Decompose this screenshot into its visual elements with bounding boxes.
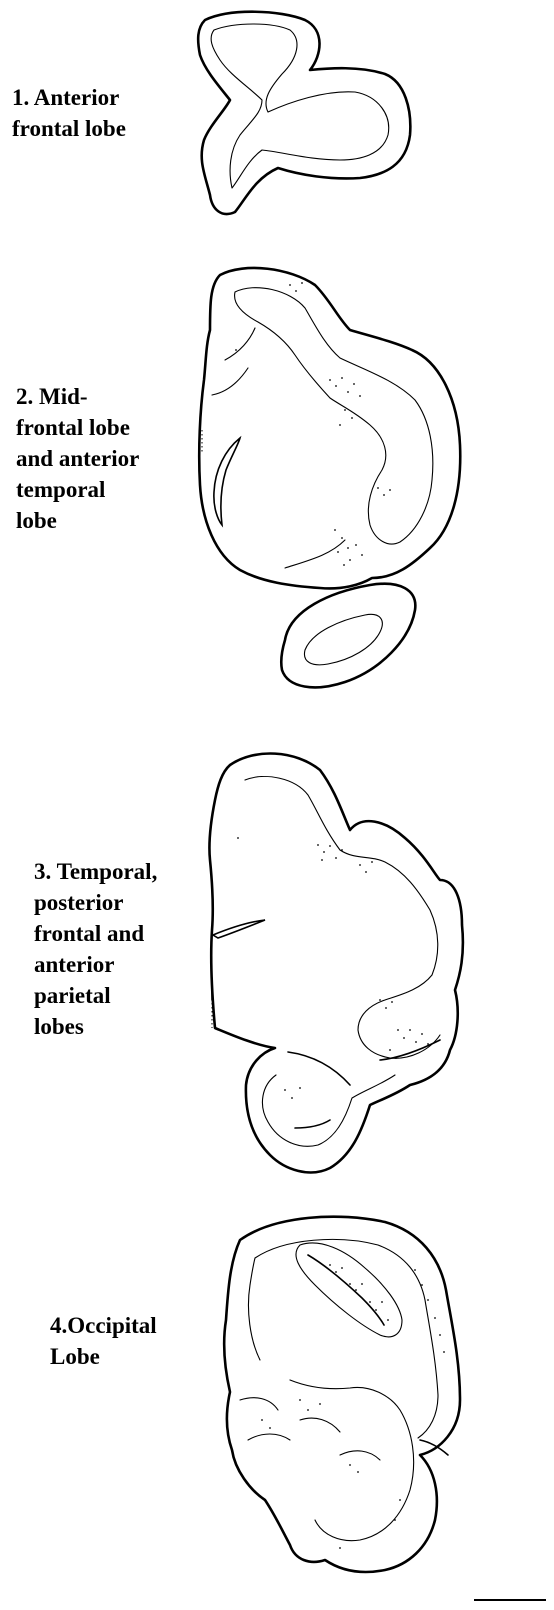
brain-section-1-drawing <box>0 0 554 230</box>
scale-bar <box>474 1599 546 1601</box>
section-1-outer-contour <box>198 12 410 214</box>
section-3-outer-contour <box>209 754 462 1173</box>
brain-section-4-drawing <box>0 1205 554 1610</box>
section-2-temporal-lobe-outer <box>281 584 415 688</box>
brain-section-2-drawing <box>0 260 554 710</box>
section-2-outer-contour <box>199 268 460 588</box>
brain-section-3-drawing <box>0 735 554 1185</box>
section-4-outer-contour <box>224 1217 460 1572</box>
